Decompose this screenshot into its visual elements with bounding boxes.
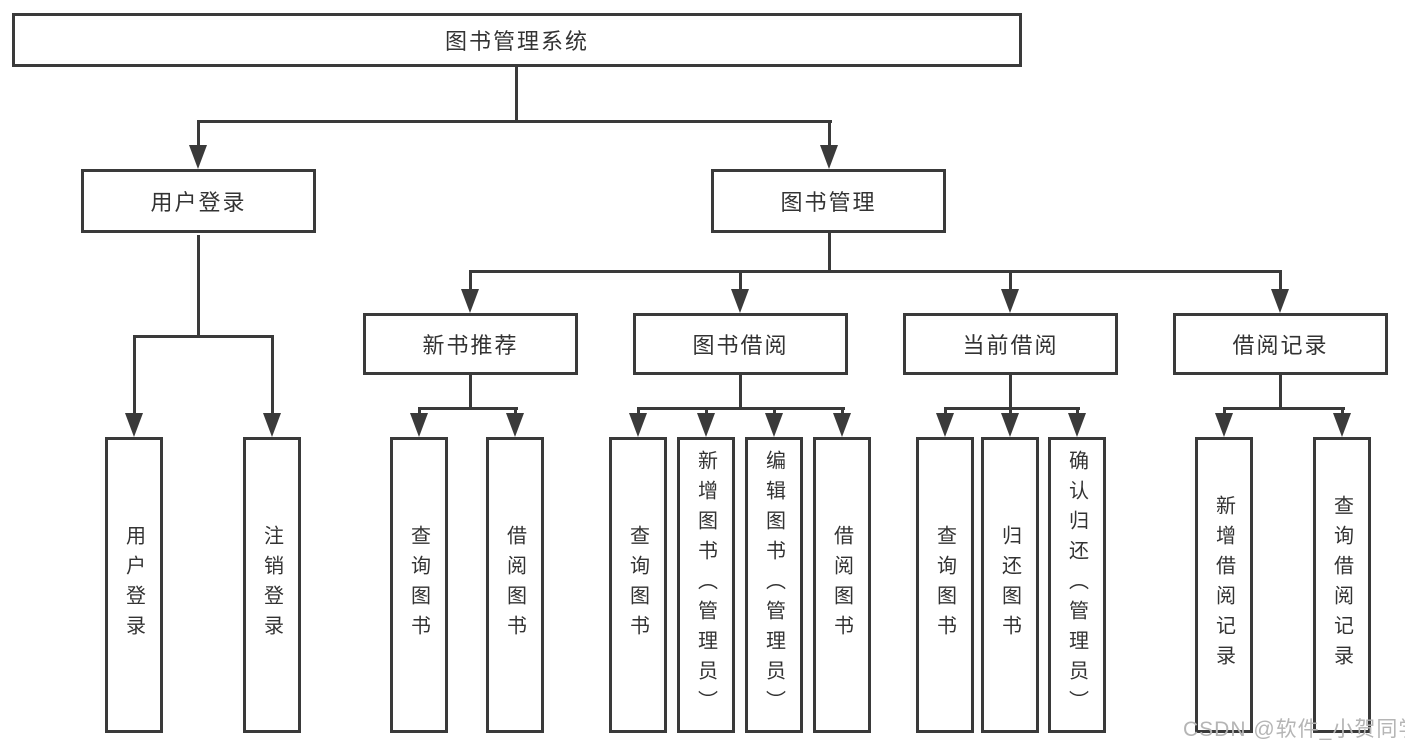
- arrow-down-icon: [731, 289, 749, 313]
- node-leaf-borrow-book-1: 借阅图书: [486, 437, 544, 733]
- node-leaf-query-book-3: 查询图书: [916, 437, 974, 733]
- csdn-watermark: CSDN @软件_小贺同学: [1183, 718, 1405, 741]
- arrow-down-icon: [765, 413, 783, 437]
- node-book-mgmt: 图书管理: [711, 169, 946, 233]
- connector-line: [197, 235, 200, 337]
- node-current-borrow: 当前借阅: [903, 313, 1118, 375]
- node-leaf-user-login: 用户登录: [105, 437, 163, 733]
- connector-line: [133, 335, 136, 419]
- connector-line: [637, 407, 640, 418]
- node-label: 借阅记录: [1232, 333, 1329, 358]
- node-leaf-query-book-2: 查询图书: [609, 437, 667, 733]
- node-label: 借阅图书: [830, 525, 853, 645]
- connector-line: [1341, 407, 1344, 418]
- node-label: 确认归还（管理员）: [1065, 450, 1088, 720]
- connector-line: [944, 407, 947, 418]
- node-label: 当前借阅: [962, 333, 1059, 358]
- connector-line: [515, 67, 518, 120]
- node-label: 查询图书: [626, 525, 649, 645]
- connector-line: [637, 407, 845, 410]
- node-label: 新增图书（管理员）: [694, 450, 717, 720]
- connector-line: [271, 335, 274, 419]
- node-root: 图书管理系统: [12, 13, 1022, 67]
- connector-line: [1076, 407, 1079, 418]
- node-leaf-edit-book: 编辑图书（管理员）: [745, 437, 803, 733]
- node-label: 查询借阅记录: [1330, 495, 1353, 675]
- connector-line: [197, 120, 200, 150]
- connector-line: [705, 407, 708, 418]
- arrow-down-icon: [125, 413, 143, 437]
- node-label: 注销登录: [260, 525, 283, 645]
- arrow-down-icon: [1271, 289, 1289, 313]
- connector-line: [514, 407, 517, 418]
- connector-line: [469, 270, 1282, 273]
- connector-line: [944, 407, 1080, 410]
- node-leaf-query-borrow-record: 查询借阅记录: [1313, 437, 1371, 733]
- arrow-down-icon: [1333, 413, 1351, 437]
- arrow-down-icon: [410, 413, 428, 437]
- connector-line: [418, 407, 518, 410]
- node-leaf-borrow-book-2: 借阅图书: [813, 437, 871, 733]
- arrow-down-icon: [1215, 413, 1233, 437]
- node-label: 查询图书: [933, 525, 956, 645]
- node-label: 编辑图书（管理员）: [762, 450, 785, 720]
- node-leaf-return-book: 归还图书: [981, 437, 1039, 733]
- node-book-borrow: 图书借阅: [633, 313, 848, 375]
- connector-line: [828, 233, 831, 272]
- connector-line: [1009, 375, 1012, 409]
- node-label: 用户登录: [122, 525, 145, 645]
- node-leaf-add-book: 新增图书（管理员）: [677, 437, 735, 733]
- node-leaf-add-borrow-record: 新增借阅记录: [1195, 437, 1253, 733]
- connector-line: [418, 407, 421, 418]
- node-label: 借阅图书: [503, 525, 526, 645]
- arrow-down-icon: [263, 413, 281, 437]
- arrow-down-icon: [1001, 289, 1019, 313]
- connector-line: [197, 120, 832, 123]
- arrow-down-icon: [833, 413, 851, 437]
- node-borrow-records: 借阅记录: [1173, 313, 1388, 375]
- connector-line: [841, 407, 844, 418]
- connector-line: [1223, 407, 1226, 418]
- connector-line: [1279, 270, 1282, 294]
- connector-line: [469, 270, 472, 294]
- node-label: 新书推荐: [422, 333, 519, 358]
- connector-line: [739, 270, 742, 294]
- node-label: 查询图书: [407, 525, 430, 645]
- node-label: 图书借阅: [692, 333, 789, 358]
- node-label: 新增借阅记录: [1212, 495, 1235, 675]
- node-user-login: 用户登录: [81, 169, 316, 233]
- node-new-book-rec: 新书推荐: [363, 313, 578, 375]
- node-label: 用户登录: [150, 190, 247, 215]
- connector-line: [1009, 407, 1012, 418]
- arrow-down-icon: [189, 145, 207, 169]
- connector-line: [773, 407, 776, 418]
- arrow-down-icon: [629, 413, 647, 437]
- node-leaf-query-book-1: 查询图书: [390, 437, 448, 733]
- connector-line: [828, 120, 831, 150]
- node-leaf-logout: 注销登录: [243, 437, 301, 733]
- connector-line: [1223, 407, 1345, 410]
- connector-line: [133, 335, 274, 338]
- arrow-down-icon: [461, 289, 479, 313]
- connector-line: [469, 375, 472, 409]
- arrow-down-icon: [820, 145, 838, 169]
- node-label: 图书管理: [780, 190, 877, 215]
- node-label: 图书管理系统: [444, 29, 589, 54]
- arrow-down-icon: [1001, 413, 1019, 437]
- connector-line: [1009, 270, 1012, 294]
- node-label: 归还图书: [998, 525, 1021, 645]
- arrow-down-icon: [1068, 413, 1086, 437]
- arrow-down-icon: [936, 413, 954, 437]
- connector-line: [1279, 375, 1282, 409]
- arrow-down-icon: [506, 413, 524, 437]
- arrow-down-icon: [697, 413, 715, 437]
- connector-line: [739, 375, 742, 409]
- node-leaf-confirm-return: 确认归还（管理员）: [1048, 437, 1106, 733]
